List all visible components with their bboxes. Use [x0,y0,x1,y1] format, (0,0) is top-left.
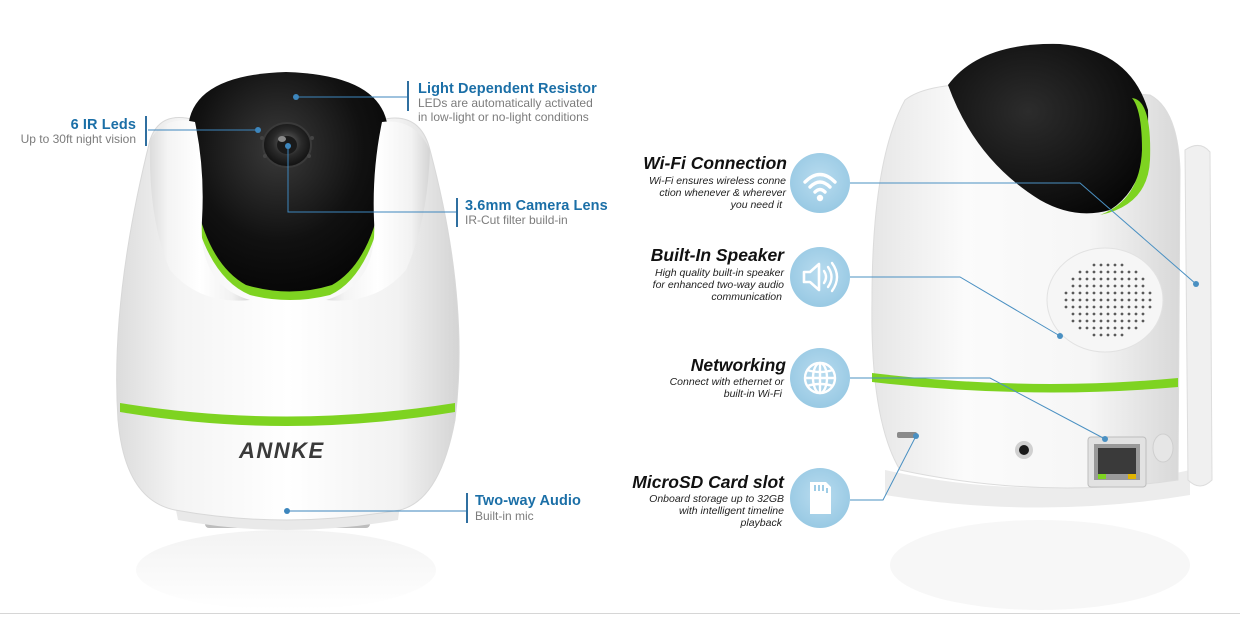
wifi-feature-badge [790,153,850,213]
wifi-icon [803,172,837,202]
speaker-title: Built-In Speaker [650,245,784,265]
speaker-icon [802,261,839,293]
microsd-desc-2: with intelligent timeline [678,505,784,517]
lens-title: 3.6mm Camera Lens [465,198,608,214]
wifi-title: Wi-Fi Connection [643,153,787,173]
ir-leds-desc: Up to 30ft night vision [20,132,136,146]
speaker-desc-2: for enhanced two-way audio [652,279,784,291]
networking-desc-2: built-in Wi-Fi [723,388,782,400]
speaker-desc-3: communication [711,291,782,303]
lens-desc: IR-Cut filter build-in [465,213,568,227]
microsd-desc-3: playback [740,517,782,529]
ldr-title: Light Dependent Resistor [418,81,597,97]
globe-icon [803,361,837,395]
bottom-divider [0,613,1240,614]
networking-feature-badge [790,348,850,408]
microsd-feature-badge [790,468,850,528]
ir-leds-title: 6 IR Leds [70,117,136,133]
speaker-desc-1: High quality built-in speaker [655,267,784,279]
wifi-desc-1: Wi-Fi ensures wireless conne [648,175,786,187]
ldr-desc-2: in low-light or no-light conditions [418,110,589,124]
microsd-desc-1: Onboard storage up to 32GB [649,493,784,505]
audio-desc: Built-in mic [475,509,534,523]
ldr-desc-1: LEDs are automatically activated [418,96,593,110]
networking-desc-1: Connect with ethernet or [669,376,784,388]
microsd-title: MicroSD Card slot [632,472,784,492]
sd-card-icon [810,482,831,514]
wifi-desc-2: ction whenever & wherever [659,187,786,199]
brand-logo: ANNKE [239,438,325,463]
networking-title: Networking [690,355,786,375]
speaker-feature-badge [790,247,850,307]
wifi-desc-3: you need it [730,199,782,211]
audio-title: Two-way Audio [475,493,582,509]
